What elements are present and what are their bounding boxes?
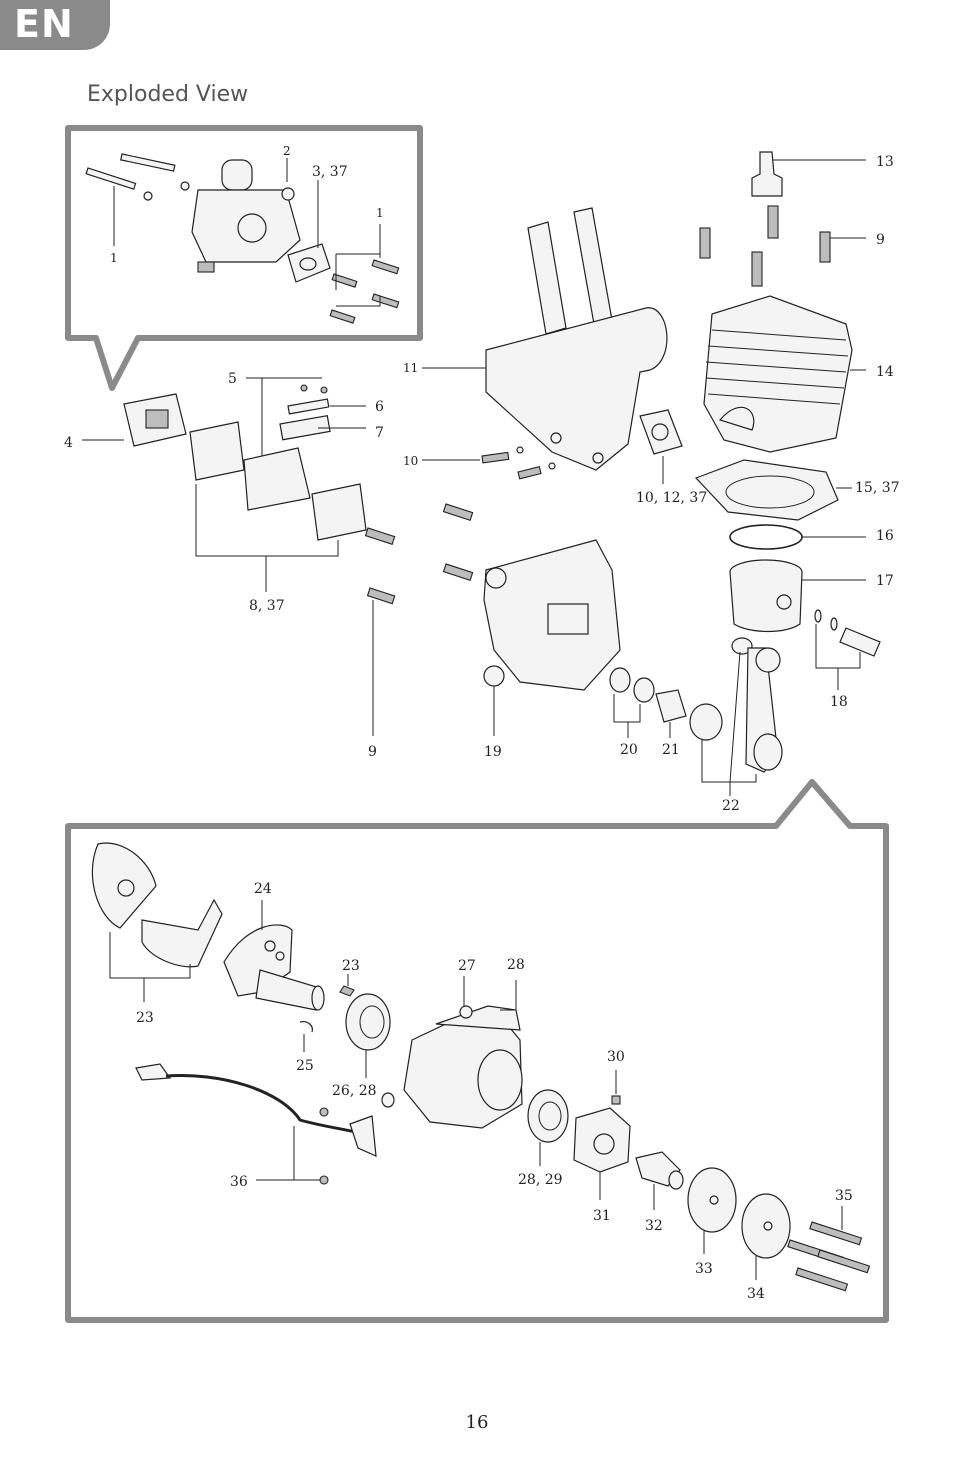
label-3-37: 3, 37 [312, 164, 348, 180]
label-18: 18 [830, 694, 848, 710]
label-14: 14 [876, 364, 894, 380]
label-8-37: 8, 37 [249, 598, 285, 614]
label-13: 13 [876, 154, 894, 170]
label-16: 16 [876, 528, 894, 544]
label-32: 32 [645, 1218, 663, 1234]
crankshaft-group [91, 842, 871, 1292]
part-labels: 1 2 3, 37 1 4 5 6 7 8, 37 9 9 10 10, 12,… [64, 144, 900, 1302]
label-15-37: 15, 37 [855, 480, 900, 496]
label-21: 21 [662, 742, 680, 758]
label-7: 7 [375, 425, 384, 441]
label-6: 6 [375, 399, 384, 415]
label-11: 11 [403, 361, 418, 375]
label-30: 30 [607, 1049, 625, 1065]
carburetor-group [85, 153, 400, 324]
label-23b: 23 [342, 958, 360, 974]
label-9a: 9 [368, 744, 377, 760]
page-title: Exploded View [87, 82, 249, 107]
label-10: 10 [403, 454, 418, 468]
label-4: 4 [64, 435, 73, 451]
page-number: 16 [465, 1412, 489, 1433]
label-9b: 9 [876, 232, 885, 248]
label-24: 24 [254, 881, 272, 897]
label-34: 34 [747, 1286, 765, 1302]
label-22: 22 [722, 798, 740, 814]
label-28-29: 28, 29 [518, 1172, 563, 1188]
crankcase-callout-frame [65, 779, 889, 1323]
label-28: 28 [507, 957, 525, 973]
intake-and-cylinder-group [82, 151, 881, 796]
label-2: 2 [283, 144, 291, 158]
label-23a: 23 [136, 1010, 154, 1026]
label-5: 5 [228, 371, 237, 387]
label-19: 19 [484, 744, 502, 760]
label-26-28: 26, 28 [332, 1083, 377, 1099]
label-17: 17 [876, 573, 894, 589]
label-1b: 1 [376, 206, 384, 220]
carburetor-callout-frame [65, 125, 423, 391]
language-tab: EN [0, 0, 110, 50]
label-10-12-37: 10, 12, 37 [636, 490, 707, 506]
label-33: 33 [695, 1261, 713, 1277]
label-36: 36 [230, 1174, 248, 1190]
label-35: 35 [835, 1188, 853, 1204]
label-1a: 1 [110, 251, 118, 265]
label-31: 31 [593, 1208, 611, 1224]
label-25: 25 [296, 1058, 314, 1074]
language-tab-label: EN [14, 2, 74, 46]
label-27: 27 [458, 958, 476, 974]
label-20: 20 [620, 742, 638, 758]
